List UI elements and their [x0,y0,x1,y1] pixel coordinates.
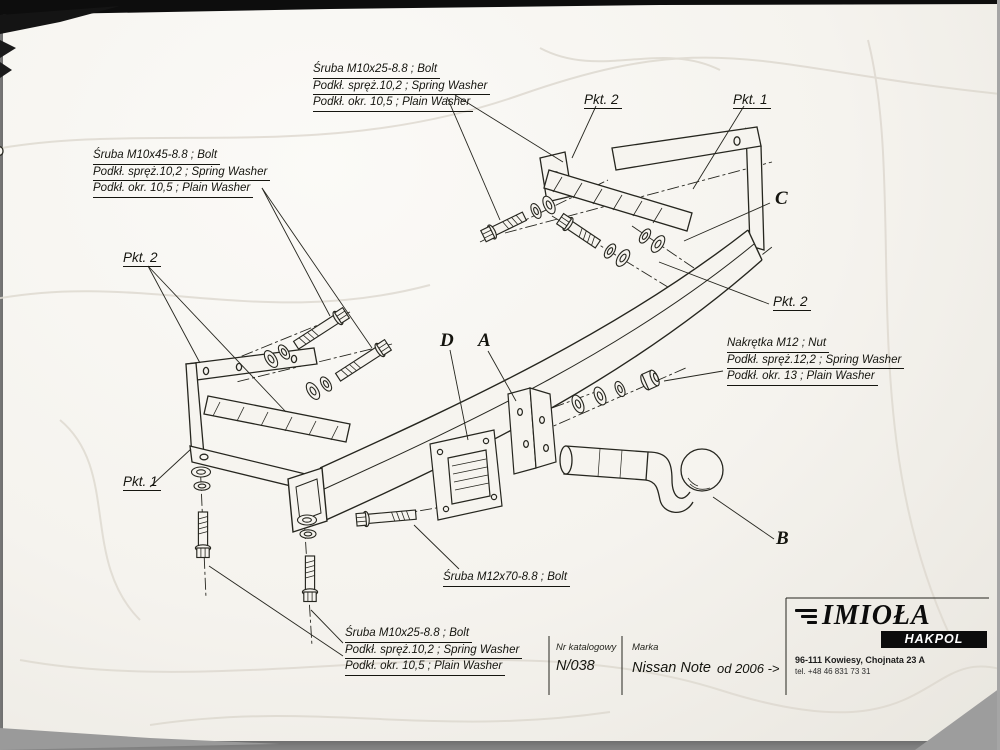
label-pkt-1-left: Pkt. 1 [123,474,161,491]
label-line: Podkł. okr. 10,5 ; Plain Washer [313,95,474,112]
label-line: Podkł. spręż.10,2 ; Spring Washer [345,643,523,660]
label-bolt-bottom-left: Śruba M10x25-8.8 ; Bolt Podkł. spręż.10,… [345,626,523,676]
paper-sheet [3,2,997,741]
label-pkt-2-left: Pkt. 2 [123,250,161,267]
fastener-set-left [261,305,393,403]
label-bolt-top-center: Śruba M10x25-8.8 ; Bolt Podkł. spręż.10,… [313,62,491,112]
label-line: Podkł. spręż.12,2 ; Spring Washer [727,353,905,370]
brand-label: Marka [632,642,659,653]
catalog-number-value: N/038 [556,658,595,674]
label-line: Podkł. okr. 13 ; Plain Washer [727,369,878,386]
logo-phone: tel. +48 46 831 73 31 [795,667,871,676]
label-pkt-2-top: Pkt. 2 [584,92,622,109]
logo-speed-lines-icon [795,608,817,624]
right-mount-bracket [0,126,765,251]
label-point-b: B [776,528,789,549]
label-point-c: C [775,188,788,209]
label-line: Śruba M10x45-8.8 ; Bolt [93,148,221,165]
brand-value: Nissan Note [632,660,711,676]
label-bolt-m12: Śruba M12x70-8.8 ; Bolt [443,570,571,587]
hakpol-logo: IMIOŁA HAKPOL 96-111 Kowiesy, Chojnata 2… [795,602,989,676]
label-line: Nakrętka M12 ; Nut [727,336,830,353]
catalog-number-label: Nr katalogowy [556,642,617,653]
leader-lines [147,94,775,657]
logo-address: 96-111 Kowiesy, Chojnata 23 A [795,655,926,665]
label-bolt-left: Śruba M10x45-8.8 ; Bolt Podkł. spręż.10,… [93,148,271,198]
label-line: Śruba M10x25-8.8 ; Bolt [313,62,441,79]
label-point-a: A [478,330,491,351]
label-nut-right: Nakrętka M12 ; Nut Podkł. spręż.12,2 ; S… [727,336,905,386]
label-line: Podkł. okr. 10,5 ; Plain Washer [345,659,506,676]
label-line: Podkł. okr. 10,5 ; Plain Washer [93,181,254,198]
title-block-lines [548,597,989,695]
logo-brand-name: IMIOŁA [822,600,931,631]
label-pkt-2-right: Pkt. 2 [773,294,811,311]
center-ball-bracket [429,387,557,521]
label-point-d: D [440,330,454,351]
fastener-m12-bolt [355,506,418,528]
model-year-value: od 2006 -> [717,661,780,676]
label-line: Podkł. spręż.10,2 ; Spring Washer [93,165,271,182]
label-line: Śruba M12x70-8.8 ; Bolt [443,570,571,587]
logo-subbrand: HAKPOL [904,632,964,646]
tow-ball [559,445,724,513]
crease-lines [0,39,1000,726]
logo-subbrand-bar: HAKPOL [881,631,987,648]
label-line: Śruba M10x25-8.8 ; Bolt [345,626,473,643]
label-pkt-1-top: Pkt. 1 [733,92,771,109]
label-line: Podkł. spręż.10,2 ; Spring Washer [313,79,491,96]
